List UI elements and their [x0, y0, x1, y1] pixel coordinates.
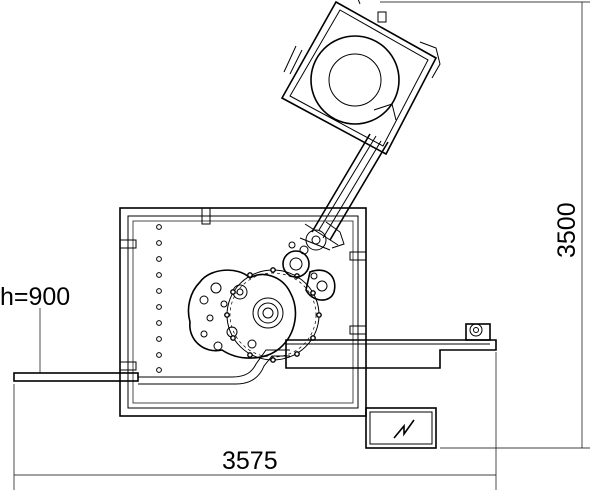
outlet-chute: [285, 323, 497, 369]
drive-sprockets: [282, 229, 336, 301]
dimension-width-label: 3575: [222, 447, 278, 475]
infeed-rail: [13, 349, 290, 385]
hole-column: [156, 224, 162, 373]
dimension-height-label: 3500: [553, 202, 581, 258]
elevation-label: h=900: [0, 283, 70, 311]
dimension-lines: [13, 1, 590, 490]
inclined-arm: [299, 133, 389, 251]
rotated-head-unit: [280, 0, 441, 156]
base-frame: [119, 207, 367, 417]
mechanism-plate: [187, 269, 297, 359]
chain-loop: [224, 267, 322, 363]
electrical-box: [365, 407, 437, 449]
